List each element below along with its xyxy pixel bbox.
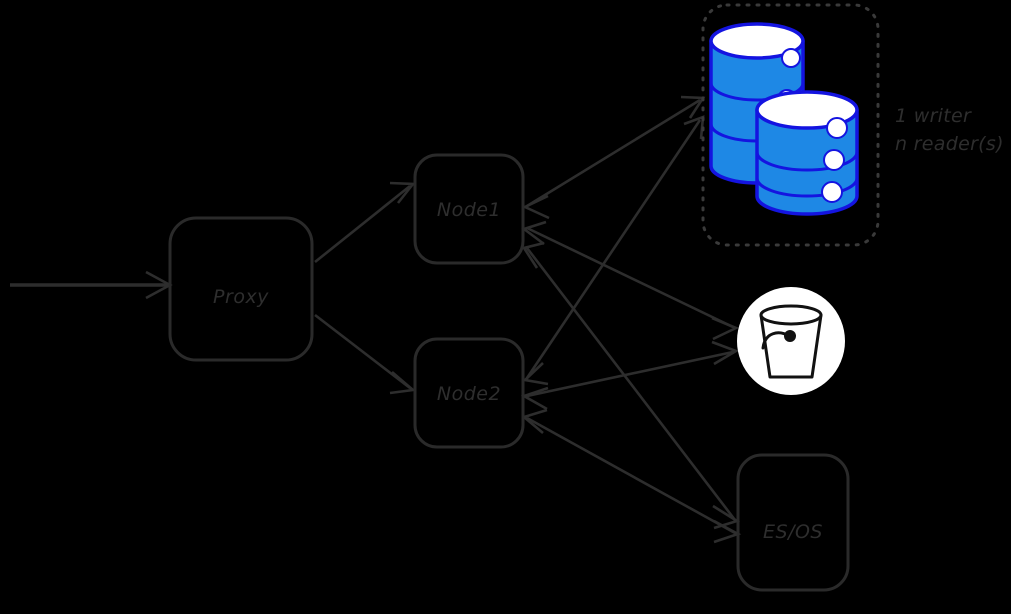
bucket-handle-knob (784, 330, 796, 342)
edge-node2-esos (521, 408, 742, 544)
bucket-icon[interactable] (737, 287, 845, 395)
annotation-line-1: 1 writer (895, 105, 972, 127)
esos-box[interactable]: ES/OS (736, 453, 850, 592)
proxy-box[interactable]: Proxy (168, 216, 314, 362)
esos-box-shape[interactable] (736, 453, 850, 592)
database-front-dot-2 (823, 149, 845, 171)
edge-proxy-to-node2 (314, 313, 417, 395)
edge-proxy-to-node1 (314, 181, 416, 264)
esos-label: ES/OS (763, 521, 823, 543)
database-back-top (709, 22, 805, 60)
database-front-band-1 (755, 151, 859, 172)
node1-box-shape[interactable] (413, 153, 525, 265)
edge-node2-database (522, 115, 705, 386)
proxy-box-shape[interactable] (168, 216, 314, 362)
node1-box[interactable]: Node1 (413, 153, 525, 265)
node2-label: Node2 (437, 383, 501, 405)
edge-node2-bucket (520, 340, 740, 411)
database-back-dot-1 (781, 48, 801, 68)
database-annotation: 1 writer n reader(s) (895, 105, 1004, 155)
edges-group (10, 95, 742, 544)
database-front-dot-3 (821, 181, 843, 203)
proxy-label: Proxy (213, 286, 269, 308)
edge-ingress-to-proxy (10, 270, 173, 300)
database-back-band-1 (709, 82, 805, 102)
database-cylinder-front[interactable] (755, 90, 859, 216)
node2-box[interactable]: Node2 (413, 337, 525, 449)
database-front-band-2 (755, 177, 859, 198)
edge-node1-bucket (521, 220, 740, 341)
edge-node1-esos (521, 241, 741, 530)
bucket-rim (759, 304, 823, 326)
node2-box-shape[interactable] (413, 337, 525, 449)
annotation-line-2: n reader(s) (895, 133, 1004, 155)
database-group[interactable] (701, 3, 880, 247)
database-group-dashed-border (701, 3, 880, 247)
database-front-dot-1 (826, 117, 848, 139)
node1-label: Node1 (437, 199, 501, 221)
